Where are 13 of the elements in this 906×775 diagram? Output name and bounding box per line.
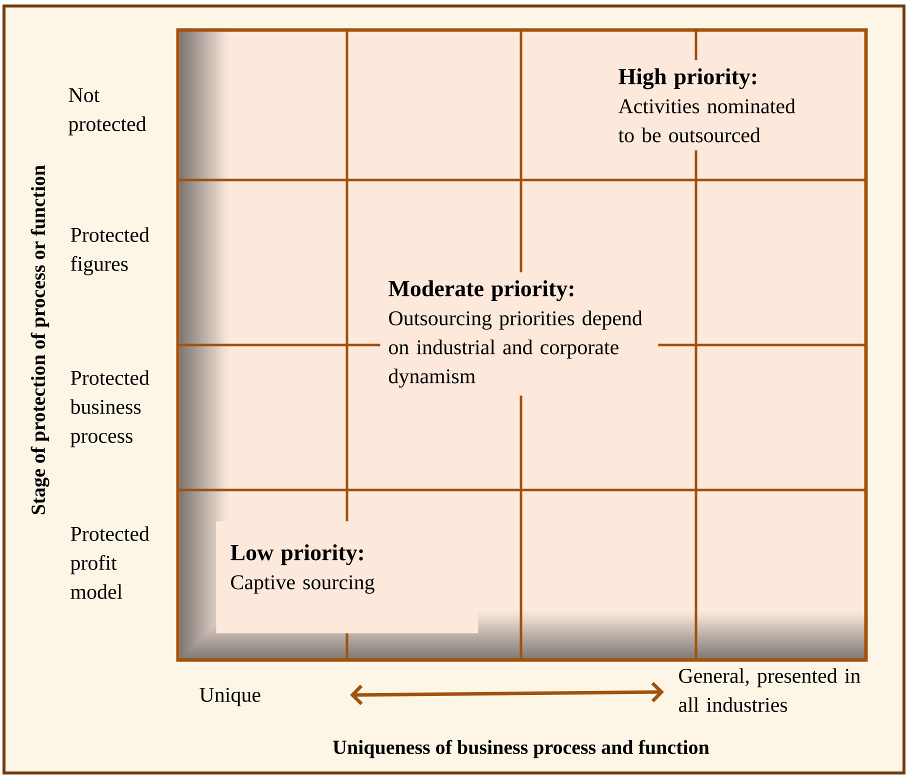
row-label: Protected business process [70,370,150,448]
priority-box: Low priority: Captive sourcing [216,521,478,634]
row-label: Not protected [68,88,146,136]
axis-title: Uniqueness of business process and function [333,740,710,758]
row-label: Protected figures [70,227,150,276]
quadrant-text: Moderate priority: Outsourcing priorities depend on industrial and corporate dynamism [380,272,658,396]
node-label: Low priority: [230,544,363,566]
row-label: Protected profit model [70,526,150,599]
axis-end-label: Unique [200,688,260,706]
axis-end-label: General, presented in all industries [678,668,860,712]
axis-title: Stage of protection of process or function [30,165,50,514]
quadrant-text: High priority: Activities nominated to be outsourced [610,60,812,150]
node-label: Captive sourcing [231,575,374,594]
